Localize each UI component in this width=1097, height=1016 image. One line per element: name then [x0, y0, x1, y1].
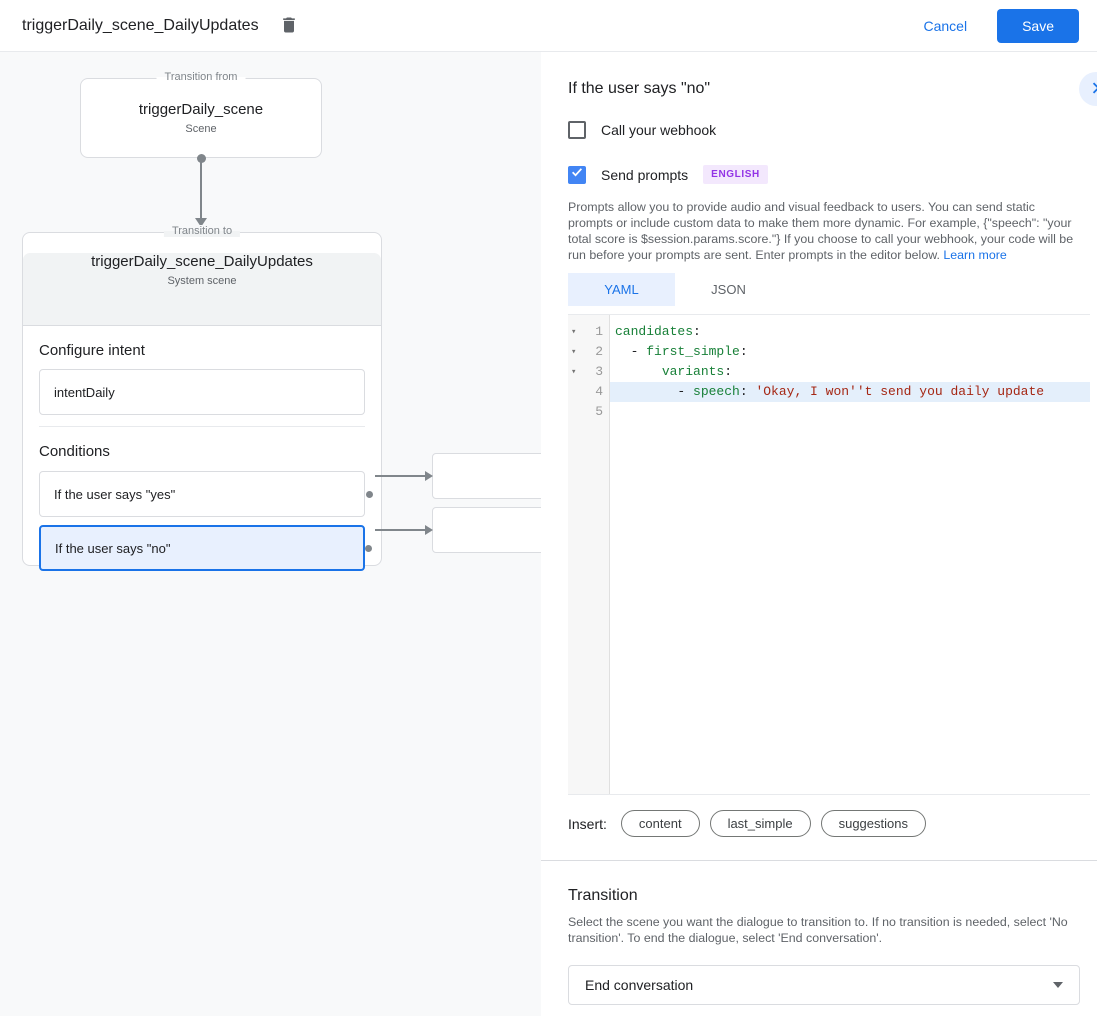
- description-text: Prompts allow you to provide audio and v…: [568, 200, 1074, 262]
- collapse-panel-button[interactable]: [1079, 72, 1097, 106]
- arrowhead-icon: [425, 525, 433, 535]
- insert-toolbar: Insert: content last_simple suggestions: [568, 810, 1090, 837]
- flow-connector-dot: [197, 154, 206, 163]
- condition-detail-panel: If the user says "no" Call your webhook …: [541, 52, 1097, 1016]
- line-gutter: ▾2: [568, 342, 610, 362]
- condition-item-yes[interactable]: If the user says "yes": [39, 471, 373, 517]
- scene-flow-canvas: Transition from triggerDaily_scene Scene…: [0, 52, 541, 1016]
- line-gutter: ▾1: [568, 322, 610, 342]
- from-scene-type: Scene: [185, 123, 217, 135]
- to-scene-header[interactable]: triggerDaily_scene_DailyUpdates System s…: [23, 253, 381, 326]
- arrow-line: [375, 529, 426, 531]
- code-text: [610, 402, 1090, 422]
- to-scene-name: triggerDaily_scene_DailyUpdates: [91, 253, 313, 270]
- tab-json[interactable]: JSON: [675, 273, 782, 306]
- transition-section-title: Transition: [568, 887, 638, 904]
- webhook-checkbox[interactable]: [568, 121, 586, 139]
- fold-arrow-icon: [568, 402, 581, 422]
- configure-intent-label: Configure intent: [39, 342, 145, 359]
- from-scene-name: triggerDaily_scene: [138, 101, 264, 118]
- insert-pill-suggestions[interactable]: suggestions: [820, 810, 926, 837]
- fold-arrow-icon: [568, 382, 581, 402]
- checkmark-icon: [570, 165, 584, 184]
- code-text: - speech: 'Okay, I won''t send you daily…: [610, 382, 1090, 402]
- intent-item[interactable]: intentDaily: [39, 369, 365, 415]
- page-title: triggerDaily_scene_DailyUpdates: [22, 16, 259, 34]
- line-number: 5: [595, 404, 603, 419]
- delete-scene-button[interactable]: [279, 15, 299, 37]
- webhook-checkbox-row[interactable]: Call your webhook: [568, 121, 1090, 139]
- arrowhead-icon: [425, 471, 433, 481]
- insert-pills: content last_simple suggestions: [620, 810, 936, 837]
- code-line[interactable]: 5: [568, 402, 1090, 422]
- arrow-line: [375, 475, 426, 477]
- line-gutter: 4: [568, 382, 610, 402]
- language-badge: ENGLISH: [703, 165, 768, 184]
- flow-connector-line: [200, 160, 202, 218]
- code-text: - first_simple:: [615, 344, 748, 359]
- conditions-section: Conditions If the user says "yes" If the…: [23, 427, 381, 571]
- dropdown-caret-icon: [1053, 982, 1063, 988]
- prompts-checkbox-row[interactable]: Send prompts ENGLISH: [568, 165, 1090, 184]
- flow-arrowhead-icon: [195, 218, 207, 227]
- line-number: 3: [595, 364, 603, 379]
- header: triggerDaily_scene_DailyUpdates Cancel S…: [0, 0, 1097, 52]
- code-text: variants:: [661, 364, 733, 379]
- code-line[interactable]: ▾2 - first_simple:: [568, 342, 1090, 362]
- webhook-label: Call your webhook: [601, 122, 717, 138]
- fold-arrow-icon[interactable]: ▾: [571, 327, 577, 337]
- transition-select[interactable]: End conversation: [568, 965, 1080, 1005]
- chevron-right-icon: [1085, 77, 1097, 102]
- fold-arrow-icon[interactable]: ▾: [571, 367, 577, 377]
- prompts-description: Prompts allow you to provide audio and v…: [568, 199, 1083, 263]
- condition-label: If the user says "no": [55, 540, 171, 556]
- code-text: candidates:: [615, 324, 701, 339]
- transition-from-node[interactable]: Transition from triggerDaily_scene Scene: [80, 71, 322, 158]
- transition-from-legend: Transition from: [156, 71, 246, 83]
- configure-intent-section: Configure intent intentDaily: [23, 326, 381, 427]
- transition-target-node[interactable]: [432, 453, 541, 499]
- insert-pill-content[interactable]: content: [620, 810, 700, 837]
- fold-arrow-icon[interactable]: ▾: [571, 347, 577, 357]
- transition-description: Select the scene you want the dialogue t…: [568, 915, 1068, 945]
- conditions-label: Conditions: [39, 443, 110, 460]
- prompts-checkbox[interactable]: [568, 165, 586, 184]
- transition-target-node[interactable]: [432, 507, 541, 553]
- section-divider: [39, 426, 365, 427]
- condition-label: If the user says "yes": [54, 486, 176, 502]
- trash-icon: [279, 17, 299, 38]
- panel-title: If the user says "no": [568, 80, 711, 97]
- editor-format-tabs: YAML JSON: [568, 273, 1090, 306]
- condition-connector-dot: [366, 490, 373, 498]
- condition-item-no[interactable]: If the user says "no": [39, 525, 372, 571]
- tab-yaml[interactable]: YAML: [568, 273, 675, 306]
- condition-connector-dot: [365, 544, 372, 552]
- line-gutter: ▾3: [568, 362, 610, 382]
- line-number: 4: [595, 384, 603, 399]
- learn-more-link[interactable]: Learn more: [943, 248, 1007, 262]
- transition-to-legend: Transition to: [163, 225, 241, 237]
- insert-label: Insert:: [568, 815, 607, 832]
- cancel-button[interactable]: Cancel: [923, 17, 968, 34]
- save-button[interactable]: Save: [997, 8, 1079, 43]
- code-line[interactable]: 4 - speech: 'Okay, I won''t send you dai…: [568, 382, 1090, 402]
- prompts-label: Send prompts: [601, 166, 689, 183]
- line-gutter: 5: [568, 402, 610, 422]
- panel-divider: [541, 860, 1097, 861]
- code-line[interactable]: ▾3 variants:: [568, 362, 1090, 382]
- transition-select-value: End conversation: [585, 977, 694, 993]
- line-number: 1: [595, 324, 603, 339]
- insert-pill-last_simple[interactable]: last_simple: [709, 810, 811, 837]
- transition-to-node: Transition to triggerDaily_scene_DailyUp…: [22, 225, 382, 571]
- to-scene-type: System scene: [167, 275, 237, 287]
- line-number: 2: [595, 344, 603, 359]
